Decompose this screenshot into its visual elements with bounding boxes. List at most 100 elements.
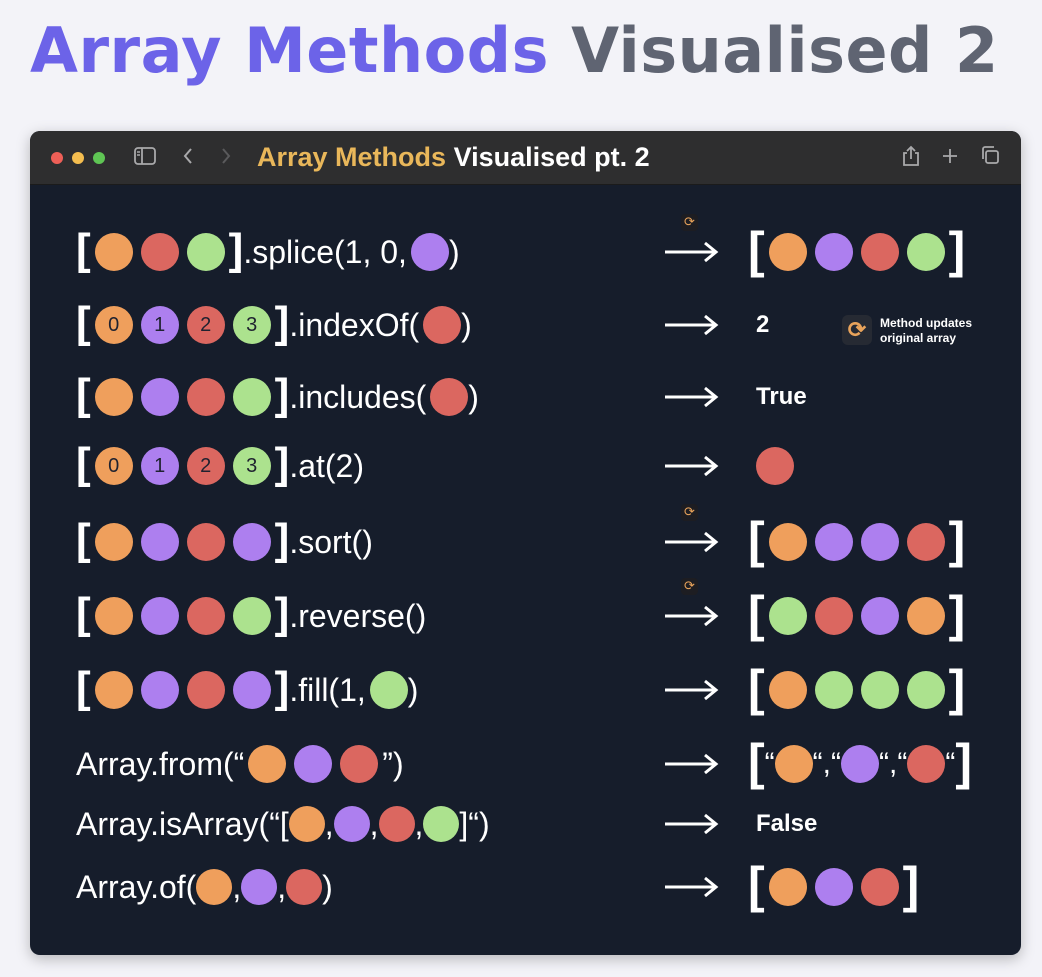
method-name: .at(2) (289, 447, 364, 484)
arg-circles (248, 745, 379, 783)
orange-circle (906, 597, 945, 635)
orange-circle (774, 745, 813, 783)
close-bracket: ] (955, 734, 972, 790)
method-name: Array.isArray(“[ (76, 805, 289, 842)
comma: , (324, 805, 334, 842)
green-circle (860, 671, 899, 709)
orange-circle (288, 806, 325, 842)
method-result: [] (748, 857, 920, 913)
result-text: False (756, 810, 818, 837)
window-title-rest: Visualised pt. 2 (453, 142, 650, 172)
orange-circle (94, 597, 133, 635)
purple-circle (232, 523, 271, 561)
refresh-icon: ⟳ (842, 315, 872, 345)
sidebar-icon[interactable] (134, 145, 156, 171)
green-circle (232, 378, 271, 416)
new-tab-icon[interactable] (941, 145, 959, 171)
zoom-window-button[interactable] (93, 152, 105, 164)
forward-icon[interactable] (220, 145, 232, 171)
method-row: Array.of(,,) (76, 862, 333, 912)
red-circle: 2 (186, 447, 225, 485)
red-circle (186, 671, 225, 709)
legend: ⟳ Method updates original array (842, 315, 972, 346)
purple-circle (140, 597, 179, 635)
legend-line-2: original array (880, 331, 957, 345)
red-circle (907, 745, 946, 783)
orange-circle (768, 233, 807, 271)
open-bracket: [ (748, 222, 765, 278)
close-paren: ) (468, 378, 479, 415)
orange-circle: 0 (94, 447, 133, 485)
red-circle (186, 523, 225, 561)
tabs-overview-icon[interactable] (980, 145, 1000, 171)
refresh-icon: ⟳ (681, 578, 698, 595)
close-paren: ) (407, 671, 419, 708)
purple-circle (410, 233, 449, 271)
close-paren: ) (461, 306, 472, 343)
window-title-highlight: Array Methods (257, 142, 447, 172)
purple-circle (140, 523, 179, 561)
arrow-icon (663, 799, 721, 849)
quote: “, (878, 747, 898, 780)
result-circles (768, 868, 899, 906)
quote: “, (812, 747, 831, 780)
array-circles (94, 523, 271, 561)
minimize-window-button[interactable] (72, 152, 84, 164)
quote: “ (897, 747, 908, 780)
red-circle (423, 306, 462, 344)
quote: “ (945, 747, 956, 780)
result-text: True (756, 383, 807, 410)
red-circle (814, 597, 853, 635)
method-name: .indexOf( (289, 306, 420, 343)
close-bracket: ] (274, 663, 290, 712)
arrow-icon (663, 372, 721, 422)
red-circle (186, 378, 225, 416)
method-name: Array.of( (76, 868, 197, 905)
purple-circle (140, 671, 179, 709)
orange-circle (248, 745, 287, 783)
red-circle (860, 233, 899, 271)
close-bracket: ] (274, 515, 290, 564)
purple-circle (840, 745, 879, 783)
method-name: .splice(1, 0, (243, 233, 407, 270)
close-bracket: ] (948, 660, 966, 716)
arrow-icon: ⟳ (663, 214, 721, 277)
orange-circle (94, 671, 133, 709)
back-icon[interactable] (182, 145, 194, 171)
method-name: .reverse() (289, 597, 427, 634)
green-circle (906, 671, 945, 709)
method-name: .sort() (289, 523, 373, 560)
orange-circle (768, 868, 807, 906)
close-bracket: ] (902, 857, 920, 913)
close-bracket: ] (948, 586, 966, 642)
share-icon[interactable] (902, 145, 920, 173)
window-title: Array Methods Visualised pt. 2 (257, 142, 650, 173)
page-title-rest: Visualised 2 (571, 14, 999, 87)
method-result: [] (748, 586, 966, 642)
green-circle (906, 233, 945, 271)
close-window-button[interactable] (51, 152, 63, 164)
method-row: Array.from(“”) (76, 739, 404, 789)
green-circle: 3 (232, 306, 271, 344)
browser-window: Array Methods Visualised pt. 2 [].splice… (30, 131, 1021, 955)
open-bracket: [ (76, 515, 91, 564)
close-paren: ”) (382, 745, 404, 782)
red-circle (756, 447, 794, 485)
open-bracket: [ (76, 225, 91, 274)
array-circles (94, 671, 271, 709)
close-bracket: ] (274, 439, 290, 488)
comma: , (414, 805, 424, 842)
method-row: [].splice(1, 0,) (76, 225, 460, 277)
result-circles (768, 523, 945, 561)
purple-circle (241, 869, 278, 905)
legend-text: Method updates original array (880, 315, 972, 346)
result-circles (768, 597, 945, 635)
close-bracket: ] (274, 370, 290, 419)
quote: “ (830, 747, 841, 780)
page-title: Array Methods Visualised 2 (30, 14, 999, 87)
open-bracket: [ (76, 298, 91, 347)
method-result: [] (748, 222, 965, 278)
open-bracket: [ (748, 857, 765, 913)
